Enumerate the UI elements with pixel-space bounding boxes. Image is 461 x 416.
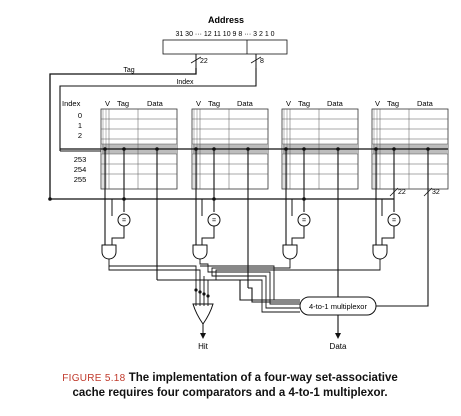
index-width-label: 8 — [260, 58, 264, 65]
col-header-data: Data — [327, 99, 344, 108]
svg-text:=: = — [122, 218, 126, 225]
or-gate-inputs — [195, 282, 209, 306]
and-gate-0 — [101, 244, 117, 260]
and-gate-3 — [372, 244, 388, 260]
tag-bus — [49, 68, 197, 199]
way-3-data-width: 32 — [432, 189, 440, 196]
comparator-3: = — [381, 199, 401, 227]
col-header-tag: Tag — [387, 99, 399, 108]
comparator-1: = — [201, 199, 221, 227]
address-bits: 31 30 ··· 12 11 10 9 8 ··· 3 2 1 0 — [175, 31, 274, 38]
comparator-to-and-wires — [111, 226, 395, 245]
index-row-2: 2 — [78, 131, 82, 140]
cache-way-1: V Tag Data — [191, 99, 269, 190]
hit-label: Hit — [198, 342, 209, 351]
or-gate-hit — [192, 303, 214, 325]
cache-way-2: V Tag Data — [281, 99, 359, 190]
hit-select-wires — [108, 259, 381, 313]
index-row-255: 255 — [74, 175, 87, 184]
index-row-254: 254 — [74, 165, 87, 174]
figure-number: FIGURE 5.18 — [62, 373, 126, 384]
and-gate-2 — [282, 244, 298, 260]
col-header-tag: Tag — [117, 99, 129, 108]
index-width-slash — [250, 56, 262, 64]
col-header-tag: Tag — [298, 99, 310, 108]
tag-bus-label: Tag — [123, 67, 134, 74]
address-title: Address — [208, 15, 244, 25]
cache-way-3: V Tag Data — [371, 99, 449, 190]
address-register — [162, 39, 288, 55]
col-header-data: Data — [147, 99, 164, 108]
hit-arrow — [200, 333, 206, 339]
data-arrow — [335, 333, 341, 339]
index-row-1: 1 — [78, 121, 82, 130]
col-header-tag: Tag — [208, 99, 220, 108]
index-row-0: 0 — [78, 111, 82, 120]
data-to-mux-wires — [157, 279, 429, 307]
mux-label: 4-to-1 multiplexor — [309, 302, 367, 311]
way-output-wires — [104, 149, 429, 304]
data-output-label: Data — [330, 342, 347, 351]
col-header-data: Data — [237, 99, 254, 108]
comparator-2: = — [291, 199, 311, 227]
col-header-data: Data — [417, 99, 434, 108]
figure-caption-text: The implementation of a four-way set-ass… — [72, 372, 398, 399]
cache-way-0: V Tag Data — [100, 99, 178, 190]
and-gate-1 — [192, 244, 208, 260]
col-header-valid: V — [375, 99, 380, 108]
way-3-tag-width: 22 — [398, 189, 406, 196]
col-header-valid: V — [196, 99, 201, 108]
index-bus — [59, 68, 257, 151]
tag-width-label: 22 — [200, 58, 208, 65]
index-header: Index — [62, 99, 81, 108]
and-gates — [101, 244, 388, 260]
svg-text:=: = — [212, 218, 216, 225]
svg-text:=: = — [302, 218, 306, 225]
index-bus-label: Index — [176, 79, 194, 86]
or-gate-junctions — [194, 288, 210, 298]
index-row-253: 253 — [74, 155, 87, 164]
col-header-valid: V — [105, 99, 110, 108]
col-header-valid: V — [286, 99, 291, 108]
tag-width-slash — [190, 56, 202, 64]
figure-caption: FIGURE 5.18 The implementation of a four… — [60, 371, 400, 400]
svg-text:=: = — [392, 218, 396, 225]
comparator-0: = — [111, 199, 131, 227]
